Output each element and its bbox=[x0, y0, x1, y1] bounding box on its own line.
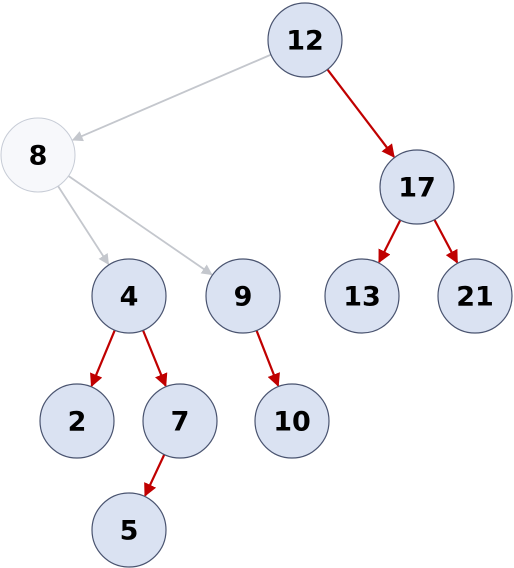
tree-node-13: 13 bbox=[324, 258, 400, 334]
edge-4-to-7 bbox=[141, 329, 168, 388]
tree-node-10: 10 bbox=[254, 383, 330, 459]
edge-12-to-8 bbox=[71, 53, 272, 142]
tree-node-8: 8 bbox=[0, 117, 76, 193]
node-label: 7 bbox=[171, 407, 190, 438]
node-circle bbox=[324, 258, 400, 334]
edges-layer bbox=[57, 53, 459, 497]
tree-node-21: 21 bbox=[437, 258, 513, 334]
node-label: 13 bbox=[343, 282, 381, 313]
edge-12-to-17 bbox=[326, 68, 395, 158]
edge-7-to-5 bbox=[144, 454, 166, 497]
tree-node-12: 12 bbox=[267, 2, 343, 78]
node-circle bbox=[91, 492, 167, 568]
edge-8-to-4 bbox=[57, 185, 110, 265]
tree-node-7: 7 bbox=[142, 383, 218, 459]
edge-9-to-10 bbox=[255, 330, 280, 387]
edge-4-to-2 bbox=[90, 329, 116, 388]
edge-17-to-13 bbox=[378, 219, 402, 264]
node-label: 5 bbox=[120, 516, 139, 547]
node-circle bbox=[437, 258, 513, 334]
tree-node-2: 2 bbox=[39, 383, 115, 459]
node-circle bbox=[205, 258, 281, 334]
tree-node-9: 9 bbox=[205, 258, 281, 334]
node-label: 2 bbox=[68, 407, 87, 438]
edge-17-to-21 bbox=[433, 219, 459, 264]
node-circle bbox=[379, 149, 455, 225]
node-circle bbox=[267, 2, 343, 78]
node-circle bbox=[91, 258, 167, 334]
node-label: 10 bbox=[273, 407, 311, 438]
node-label: 17 bbox=[398, 173, 436, 204]
node-circle bbox=[0, 117, 76, 193]
node-label: 9 bbox=[234, 282, 253, 313]
edge-8-to-9 bbox=[67, 175, 213, 276]
node-circle bbox=[254, 383, 330, 459]
node-label: 4 bbox=[120, 282, 139, 313]
tree-node-4: 4 bbox=[91, 258, 167, 334]
node-circle bbox=[142, 383, 218, 459]
node-label: 12 bbox=[286, 26, 324, 57]
tree-node-17: 17 bbox=[379, 149, 455, 225]
node-label: 8 bbox=[29, 141, 48, 172]
node-circle bbox=[39, 383, 115, 459]
tree-node-5: 5 bbox=[91, 492, 167, 568]
node-label: 21 bbox=[456, 282, 494, 313]
